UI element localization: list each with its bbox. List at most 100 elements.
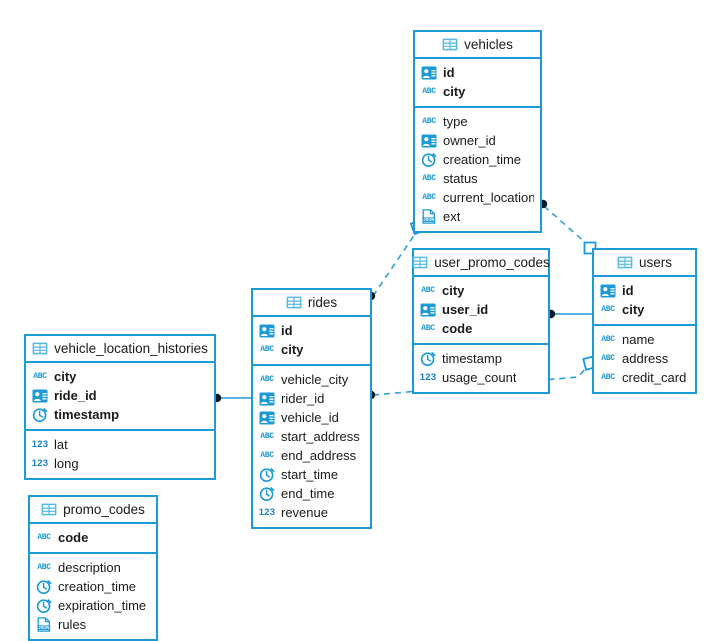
column-row-name[interactable]: ABC name [594,330,695,349]
column-row-id[interactable]: id [594,281,695,300]
svg-text:JSON: JSON [423,217,434,222]
column-label: credit_card [622,370,687,385]
column-row-current_location[interactable]: ABC current_location [415,188,540,207]
column-label: end_address [281,448,357,463]
json-file-icon: JSON [421,209,437,224]
column-row-expiration_time[interactable]: expiration_time [30,596,156,615]
column-row-id[interactable]: id [253,321,370,340]
column-row-start_time[interactable]: start_time [253,465,370,484]
column-label: id [622,283,634,298]
abc-text-icon: ABC [601,305,615,314]
abc-text-icon: ABC [601,335,615,344]
column-row-owner_id[interactable]: owner_id [415,131,540,150]
abc-text-icon: ABC [260,345,274,354]
table-name: vehicle_location_histories [54,341,208,356]
id-card-icon [259,411,275,425]
abc-text-icon: ABC [37,533,51,542]
column-row-revenue[interactable]: 123 revenue [253,503,370,522]
column-label: revenue [281,505,328,520]
column-label: creation_time [443,152,522,167]
svg-text:JSON: JSON [38,625,49,630]
column-row-timestamp[interactable]: timestamp [414,349,548,368]
column-label: current_location [443,190,534,205]
column-label: code [58,530,89,545]
abc-text-icon: ABC [422,174,436,183]
table-header-rides[interactable]: rides [253,290,370,317]
table-name: vehicles [464,37,513,52]
clock-icon [259,486,275,501]
table-name: user_promo_codes [434,255,550,270]
column-label: name [622,332,655,347]
column-row-vehicle_id[interactable]: vehicle_id [253,408,370,427]
abc-text-icon: ABC [260,451,274,460]
column-label: ext [443,209,461,224]
column-label: start_address [281,429,360,444]
column-label: city [54,369,77,384]
column-row-creation_time[interactable]: creation_time [415,150,540,169]
table-icon [286,296,302,309]
column-row-creation_time[interactable]: creation_time [30,577,156,596]
column-row-rules[interactable]: JSON rules [30,615,156,634]
clock-icon [259,467,275,482]
id-card-icon [32,389,48,403]
table-header-promo_codes[interactable]: promo_codes [30,497,156,524]
table-header-vehicle_location_histories[interactable]: vehicle_location_histories [26,336,214,363]
column-label: start_time [281,467,339,482]
table-icon [32,342,48,355]
table-header-user_promo_codes[interactable]: user_promo_codes [412,250,550,277]
column-row-end_time[interactable]: end_time [253,484,370,503]
column-row-user_id[interactable]: user_id [414,300,548,319]
column-row-ride_id[interactable]: ride_id [26,386,214,405]
table-header-users[interactable]: users [594,250,695,277]
column-row-code[interactable]: ABC code [30,528,156,547]
relationship-vlh-rides [212,393,252,403]
123-number-icon: 123 [258,507,276,518]
abc-text-icon: ABC [421,324,435,333]
column-row-rider_id[interactable]: rider_id [253,389,370,408]
table-icon [41,503,57,516]
column-row-id[interactable]: id [415,63,540,82]
abc-text-icon: ABC [422,193,436,202]
clock-icon [36,579,52,594]
column-label: owner_id [443,133,496,148]
id-card-icon [259,324,275,338]
column-label: type [443,114,468,129]
column-label: rules [58,617,87,632]
table-name: promo_codes [63,502,145,517]
clock-icon [36,598,52,613]
table-header-vehicles[interactable]: vehicles [415,32,540,59]
column-label: timestamp [54,407,120,422]
column-row-ext[interactable]: JSON ext [415,207,540,226]
column-row-end_address[interactable]: ABC end_address [253,446,370,465]
abc-text-icon: ABC [260,375,274,384]
column-row-timestamp[interactable]: timestamp [26,405,214,424]
